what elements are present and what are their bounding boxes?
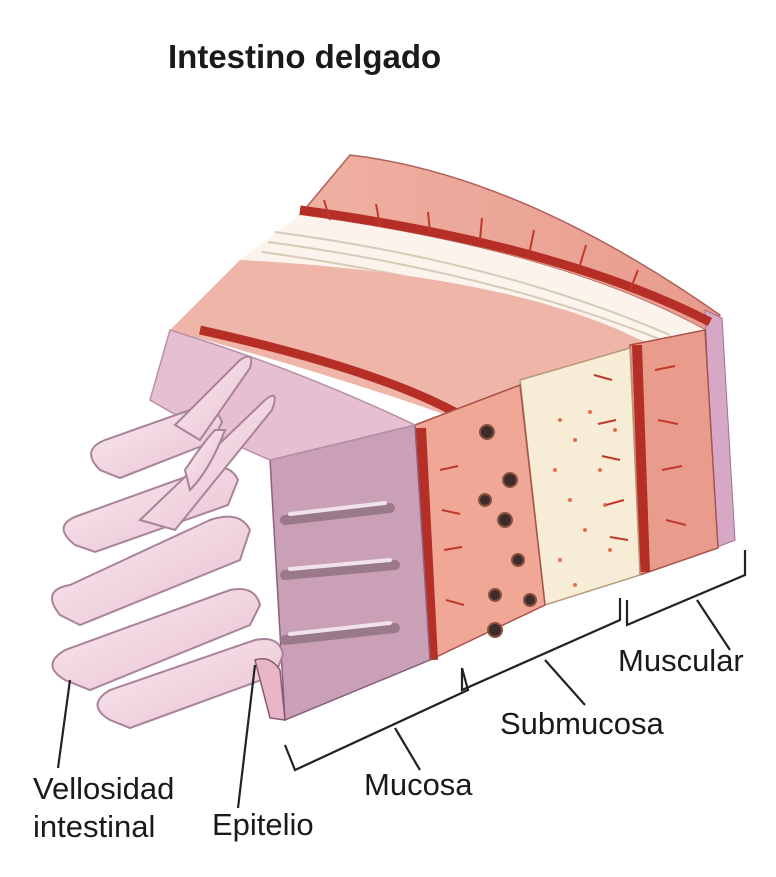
diagram-title: Intestino delgado [168,38,442,75]
muscularis-mucosae-top [299,205,713,327]
label-mucosa: Mucosa [364,767,473,802]
label-submucosa: Submucosa [500,706,664,741]
gland-dots [478,424,537,638]
mucosal-folds [280,503,400,645]
mucosa-bracket [283,667,470,772]
pointer-lines [56,550,747,809]
capillaries [323,199,687,621]
label-muscular: Muscular [618,643,744,678]
villi [51,355,285,730]
epithelium-edge [254,658,286,721]
submucosa-dots [553,410,617,587]
label-vellosidad-line2: intestinal [33,809,156,844]
label-vellosidad-line1: Vellosidad [33,771,175,806]
muscular-bracket [625,550,747,627]
label-epitelio: Epitelio [212,807,314,842]
submucosa-bracket [460,598,622,692]
